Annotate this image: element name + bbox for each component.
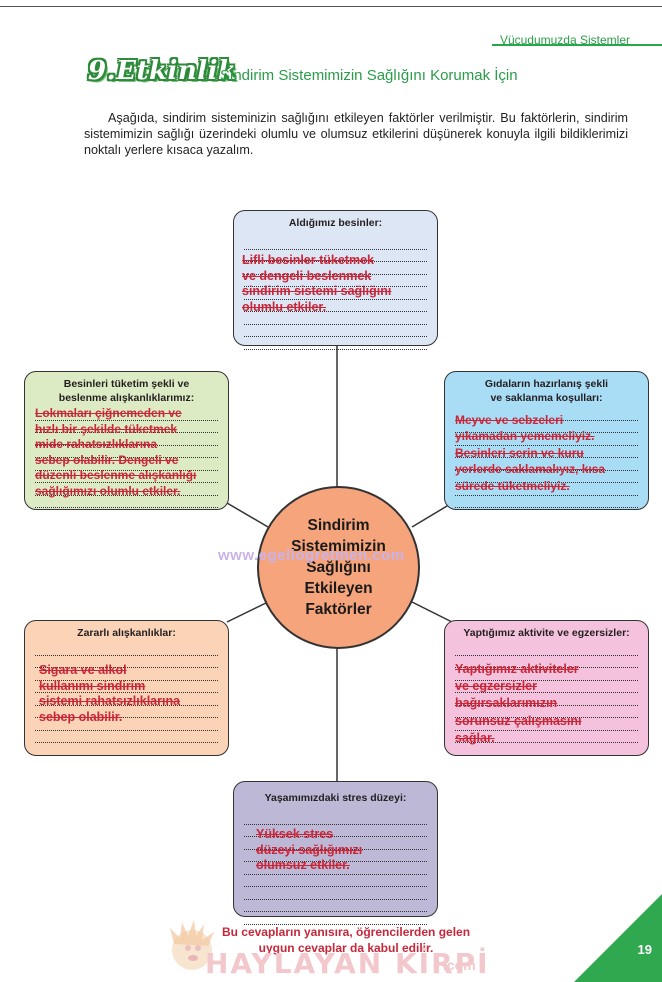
answer-text: Lifli besinler tüketmek ve dengeli besle… — [242, 253, 392, 314]
box-title: Aldığımız besinler: — [288, 217, 383, 229]
spoke-lower-left — [226, 601, 269, 623]
spoke-upper-right — [411, 502, 453, 528]
dotted-lines — [244, 237, 427, 350]
dotted-lines — [35, 643, 218, 756]
central-topic-text: Sindirim Sistemimizin Sağlığını Etkileye… — [291, 517, 386, 618]
dotted-lines — [455, 408, 638, 508]
brand-watermark: HAYLAYAN KİRPİ — [205, 947, 490, 980]
box-title: Besinleri tüketim şekli ve beslenme alış… — [58, 378, 195, 404]
answer-text: Yüksek stres düzeyi sağlığımızı olumsuz … — [256, 827, 363, 872]
spoke-upper-left — [226, 502, 269, 528]
box-harmful-habits: Zararlı alışkanlıklar: Sigara ve alkol k… — [24, 620, 229, 756]
central-topic-circle: Sindirim Sistemimizin Sağlığını Etkileye… — [257, 486, 420, 649]
dotted-lines — [35, 408, 218, 508]
box-title: Gıdaların hazırlanış şekli ve saklanma k… — [484, 378, 609, 404]
page-number: 19 — [637, 942, 652, 957]
footer-note: Bu cevapların yanısıra, öğrencilerden ge… — [221, 925, 471, 955]
box-title: Yaptığımız aktivite ve egzersizler: — [463, 627, 630, 639]
activity-title: Sindirim Sistemimizin Sağlığını Korumak … — [220, 67, 518, 84]
box-food-preparation: Gıdaların hazırlanış şekli ve saklanma k… — [444, 371, 649, 510]
box-title: Yaşamımızdaki stres düzeyi: — [264, 792, 407, 804]
box-eating-habits: Besinleri tüketim şekli ve beslenme alış… — [24, 371, 229, 510]
box-activity-exercise: Yaptığımız aktivite ve egzersizler: Yapt… — [444, 620, 649, 756]
answer-text: Lokmaları çiğnemeden ve hızlı bir şekild… — [35, 406, 197, 498]
box-title: Zararlı alışkanlıklar: — [77, 627, 176, 639]
answer-text: Meyve ve sebzeleri yıkamadan yememeliyiz… — [455, 413, 606, 493]
watermark: www.egeliogretmen.com — [218, 547, 405, 564]
activity-colon: : — [202, 64, 208, 84]
dotted-lines — [244, 812, 427, 925]
section-underline — [492, 44, 662, 46]
top-rule — [0, 6, 662, 7]
box-food-eaten: Aldığımız besinler: Lifli besinler tüket… — [233, 210, 438, 350]
spoke-lower-right — [411, 601, 453, 623]
page-corner-triangle — [574, 894, 662, 982]
box-stress-level: Yaşamımızdaki stres düzeyi: Yüksek stres… — [233, 781, 438, 925]
activity-badge: 9.Etkinlik — [88, 56, 237, 86]
section-title: Vücudumuzda Sistemler — [499, 33, 630, 47]
answer-text: Sigara ve alkol kullanımı sindirim siste… — [39, 663, 181, 724]
dotted-lines — [455, 643, 638, 756]
activity-intro: Aşağıda, sindirim sisteminizin sağlığını… — [84, 111, 628, 157]
answer-text: Yaptığımız aktiviteler ve egzersizler ba… — [455, 662, 582, 745]
hedgehog-logo-icon — [170, 920, 214, 970]
brand-suffix: .com — [443, 957, 476, 973]
